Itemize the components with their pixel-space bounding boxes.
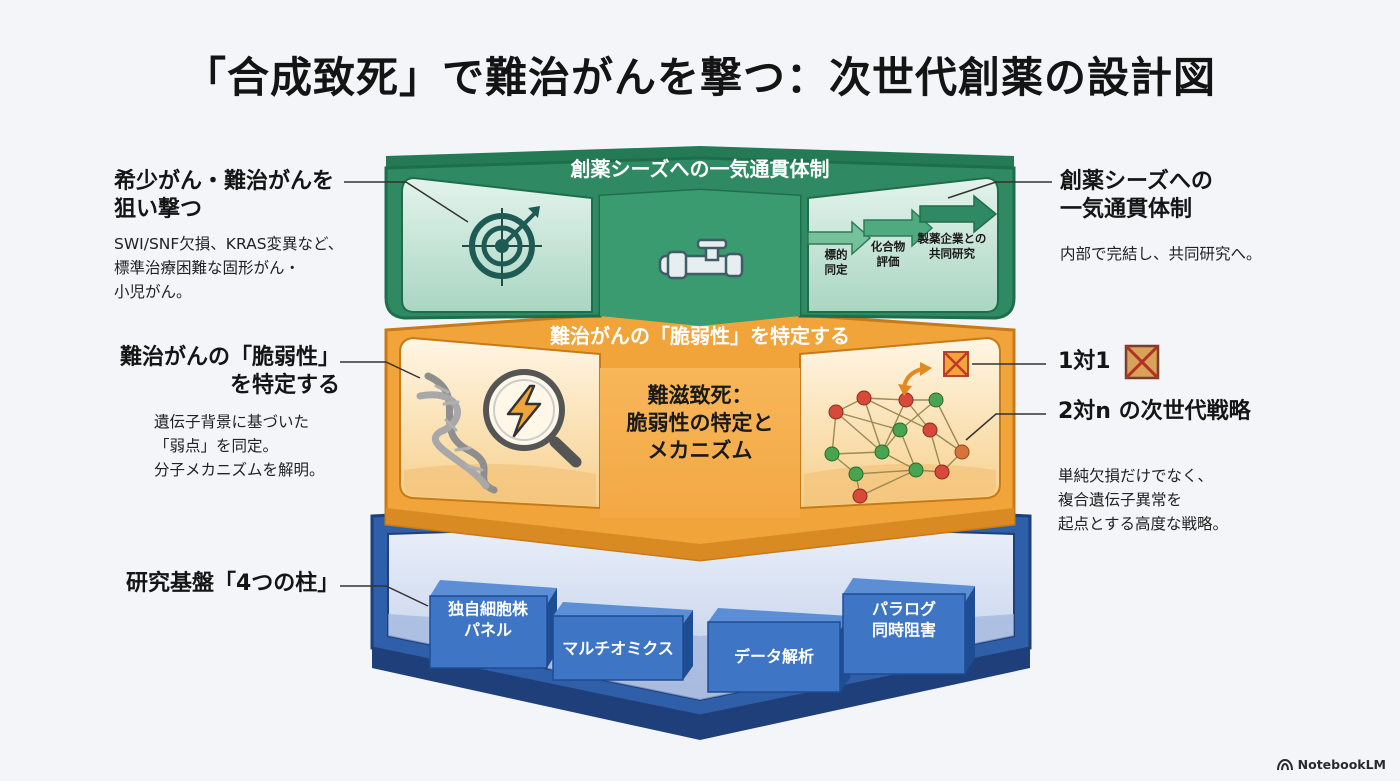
callout-pillars-title: 研究基盤「4つの柱」 [126, 571, 340, 596]
page-title: 「合成致死」で難治がんを撃つ：次世代創薬の設計図 [183, 53, 1216, 102]
callout-vulnerability-desc: 遺伝子背景に基づいた 「弱点」を同定。 分子メカニズムを解明。 [154, 413, 325, 480]
flow-step-3: 製薬企業との共同研究 [917, 232, 987, 261]
middle-center-text: 難滋致死：脆弱性の特定とメカニズム [627, 384, 774, 463]
brand-logo-icon [1276, 758, 1293, 770]
callout-one-to-one: 1対1 [1058, 349, 1111, 374]
callout-target-title: 希少がん・難治がんを 狙い撃つ [114, 169, 335, 223]
pillar-multi-omics [552, 602, 693, 681]
callout-pipeline-desc: 内部で完結し、共同研究へ。 [1060, 245, 1262, 263]
magnifier-lightning-icon [483, 369, 582, 468]
callout-target-desc: SWI/SNF欠損、KRAS変異など、 標準治療困難な固形がん・ 小児がん。 [114, 235, 344, 302]
crossed-box-icon [1124, 344, 1160, 380]
callout-two-to-n-desc: 単純欠損だけでなく、 複合遺伝子異常を 起点とする高度な戦略。 [1058, 467, 1229, 534]
flow-step-1: 標的同定 [825, 248, 848, 277]
callout-pipeline-title: 創薬シーズへの 一気通貫体制 [1060, 169, 1213, 223]
flow-arrows-icon [807, 194, 998, 256]
pillar-label-3: データ解析 [734, 647, 814, 666]
callout-two-to-n-title: 2対n の次世代戦略 [1058, 399, 1251, 424]
pillar-label-2: マルチオミクス [562, 639, 674, 658]
dna-icon [416, 372, 498, 494]
pillar-label-1: 独自細胞株パネル [448, 600, 529, 640]
brand-watermark: NotebookLM [1276, 757, 1386, 772]
pillar-label-4: パラログ同時阻害 [872, 600, 936, 640]
connector-lines [340, 181, 1052, 607]
pipe-valve-icon [658, 238, 744, 280]
callout-vulnerability-title: 難治がんの「脆弱性」 を特定する [119, 345, 340, 399]
target-icon [462, 206, 542, 286]
top-layer-header: 創薬シーズへの一気通貫体制 [570, 157, 830, 181]
flow-step-2: 化合物評価 [871, 240, 906, 269]
top-layer [384, 146, 1016, 326]
brand-text: NotebookLM [1297, 757, 1386, 772]
one-to-one-crossed-icon [943, 351, 969, 377]
pillar-paralog-inhibition [842, 578, 975, 675]
middle-layer-header: 難治がんの「脆弱性」を特定する [550, 324, 850, 348]
curved-arrow-icon [898, 362, 932, 396]
